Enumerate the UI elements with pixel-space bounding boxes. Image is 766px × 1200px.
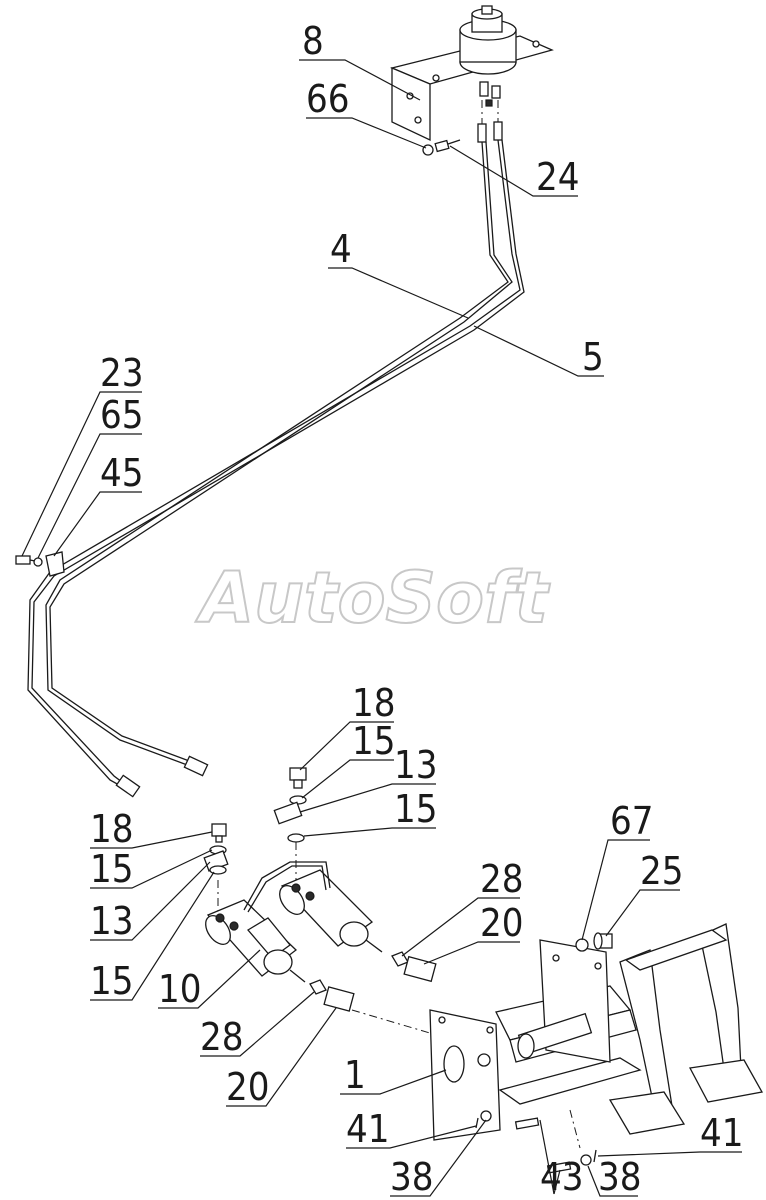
callout-18-right: 18: [352, 681, 396, 725]
pipe-nut: [115, 774, 141, 798]
callout-28-right: 28: [480, 857, 524, 901]
fluid-reservoir-bracket: [389, 5, 554, 142]
callout-20-right: 20: [480, 901, 524, 945]
callout-28-left: 28: [200, 1015, 244, 1059]
master-cylinder-left: [205, 899, 306, 983]
callout-13-right: 13: [394, 743, 438, 787]
cotter-pin-41: [475, 1117, 597, 1163]
pipe-nut: [183, 755, 209, 777]
callout-5: 5: [582, 335, 604, 379]
watermark: AutoSoft: [195, 557, 551, 639]
banjo-assembly-left: [203, 823, 229, 915]
callout-65: 65: [100, 393, 144, 437]
callout-8: 8: [302, 19, 324, 63]
callout-24: 24: [536, 155, 580, 199]
bolt-25: [593, 932, 613, 950]
pedal-link: [624, 929, 728, 971]
callout-25: 25: [640, 849, 684, 893]
callout-43: 43: [540, 1155, 584, 1199]
centerline: [351, 1009, 441, 1037]
pipe-clip-45: [15, 551, 65, 577]
callout-41-left: 41: [346, 1107, 390, 1151]
bolt-66: [422, 139, 461, 156]
centerline: [569, 1109, 581, 1149]
banjo-assembly-right: [273, 767, 307, 880]
washer-67: [575, 938, 589, 952]
brake-pipe-4: [45, 141, 513, 767]
callout-15-right-bottom: 15: [394, 787, 438, 831]
pipe-fitting-24: [477, 100, 503, 143]
callout-4: 4: [330, 227, 352, 271]
callout-15-right-top: 15: [352, 719, 396, 763]
callout-labels: 8 66 24 4 5 23 65 45 18 15 13 15 18 15 1…: [90, 19, 744, 1199]
callout-38-right: 38: [598, 1155, 642, 1199]
callout-18-left: 18: [90, 807, 134, 851]
callout-10: 10: [158, 967, 202, 1011]
callout-45: 45: [100, 451, 144, 495]
callout-13-left: 13: [90, 899, 134, 943]
callout-67: 67: [610, 799, 654, 843]
cross-pipe: [243, 861, 331, 911]
leader-lines: [21, 59, 742, 1197]
callout-41-right: 41: [700, 1111, 744, 1155]
callout-15-left-top: 15: [90, 847, 134, 891]
callout-23: 23: [100, 351, 144, 395]
callout-66: 66: [306, 77, 350, 121]
pedal-bracket: [429, 939, 642, 1141]
callout-38-left: 38: [390, 1155, 434, 1199]
callout-20-left: 20: [226, 1065, 270, 1109]
callout-15-left-bottom: 15: [90, 959, 134, 1003]
lock-nut-28: [309, 951, 409, 995]
clevis-20: [323, 955, 437, 1012]
callout-1: 1: [344, 1053, 366, 1097]
master-cylinder-right: [279, 869, 383, 953]
brake-pedal-right: [688, 923, 764, 1103]
washer-38: [480, 1110, 592, 1166]
brake-pedal-left: [608, 949, 686, 1135]
